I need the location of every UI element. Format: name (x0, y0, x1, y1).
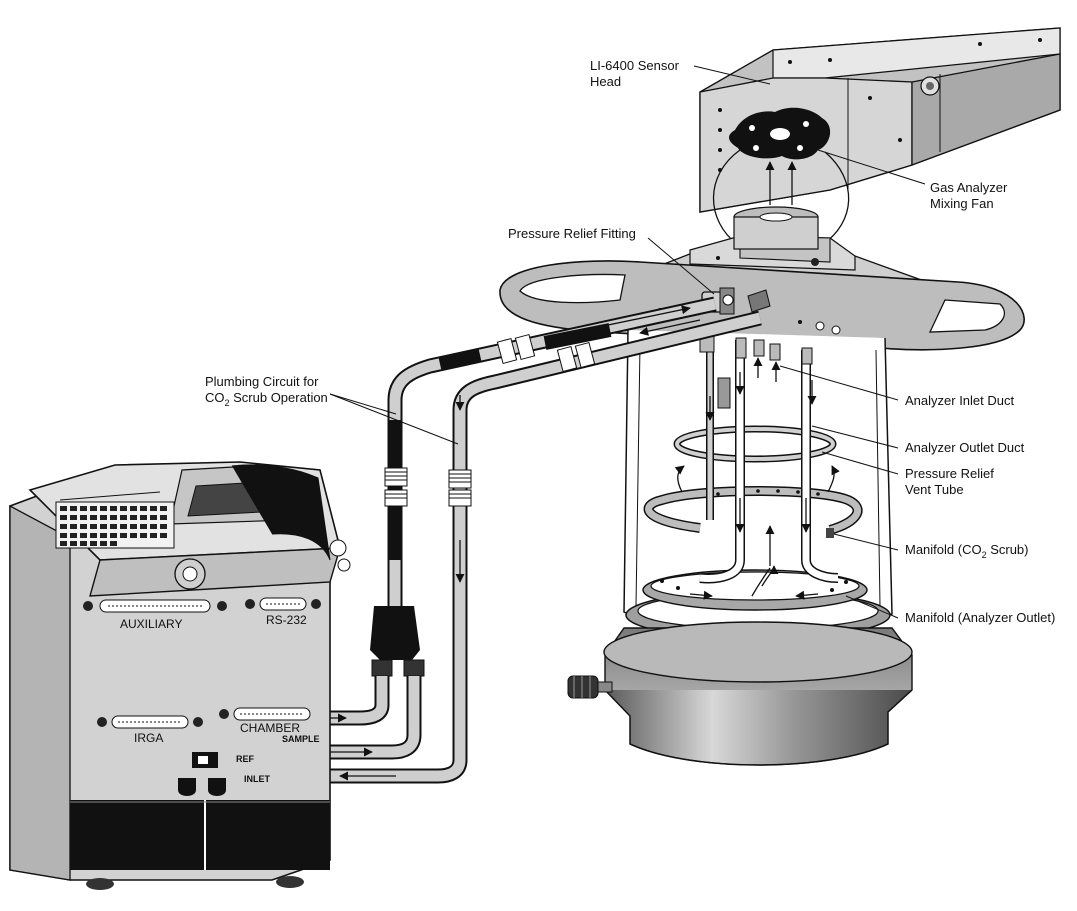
label-ref: REF (236, 754, 255, 764)
label-auxiliary: AUXILIARY (120, 617, 182, 631)
label-plumbing-rest: Scrub Operation (230, 390, 328, 405)
y-connector (370, 606, 425, 677)
label-rs232: RS-232 (266, 613, 307, 627)
label-chamber: CHAMBER (240, 721, 300, 735)
label-plumbing-line2: CO2 Scrub Operation (205, 390, 328, 408)
internal-ducts (699, 329, 839, 597)
label-plumbing-line1: Plumbing Circuit for (205, 374, 319, 389)
chamber-port (219, 707, 311, 721)
label-manifold-outlet: Manifold (Analyzer Outlet) (905, 610, 1055, 625)
chamber-base (603, 590, 913, 766)
rs232-port (245, 597, 321, 611)
label-manifold-scrub-sub: 2 (982, 550, 987, 560)
label-outlet-duct: Analyzer Outlet Duct (905, 440, 1025, 455)
console-unit (9, 461, 351, 890)
label-vent-tube-line1: Pressure Relief (905, 466, 994, 481)
label-manifold-scrub: Manifold (CO2 Scrub) (905, 542, 1029, 560)
power-switch (192, 752, 218, 768)
fan-icon (729, 107, 831, 160)
label-sensor-head-line2: Head (590, 74, 621, 89)
label-manifold-scrub-suffix: Scrub) (987, 542, 1029, 557)
label-irga: IRGA (134, 731, 163, 745)
label-pressure-relief-fitting: Pressure Relief Fitting (508, 226, 636, 241)
callout-labels: LI-6400 Sensor Head Gas Analyzer Mixing … (205, 58, 1055, 625)
thumb-screw-icon (567, 675, 613, 699)
label-sensor-head-line1: LI-6400 Sensor (590, 58, 680, 73)
label-vent-tube-line2: Vent Tube (905, 482, 964, 497)
tube-coupling (384, 333, 596, 507)
hex-nut-icon (178, 778, 226, 796)
console-port-labels: AUXILIARY RS-232 IRGA CHAMBER REF SAMPLE… (120, 613, 320, 784)
manifold-co2-scrub (643, 465, 863, 538)
label-plumbing-sub: 2 (225, 398, 230, 408)
label-inlet-duct: Analyzer Inlet Duct (905, 393, 1014, 408)
pressure-relief-vent-tube (673, 425, 837, 463)
auxiliary-port (83, 599, 227, 613)
irga-port (97, 715, 203, 729)
leader-lines (329, 65, 926, 619)
fan-flow-arrows (712, 149, 850, 246)
label-inlet: INLET (244, 774, 271, 784)
label-mixing-fan-line1: Gas Analyzer (930, 180, 1008, 195)
keypad (55, 501, 175, 549)
label-mixing-fan-line2: Mixing Fan (930, 196, 994, 211)
label-manifold-scrub-prefix: Manifold (CO (905, 542, 982, 557)
label-sample: SAMPLE (282, 734, 320, 744)
plumbing-tubes (265, 296, 762, 784)
label-plumbing-co: CO (205, 390, 225, 405)
